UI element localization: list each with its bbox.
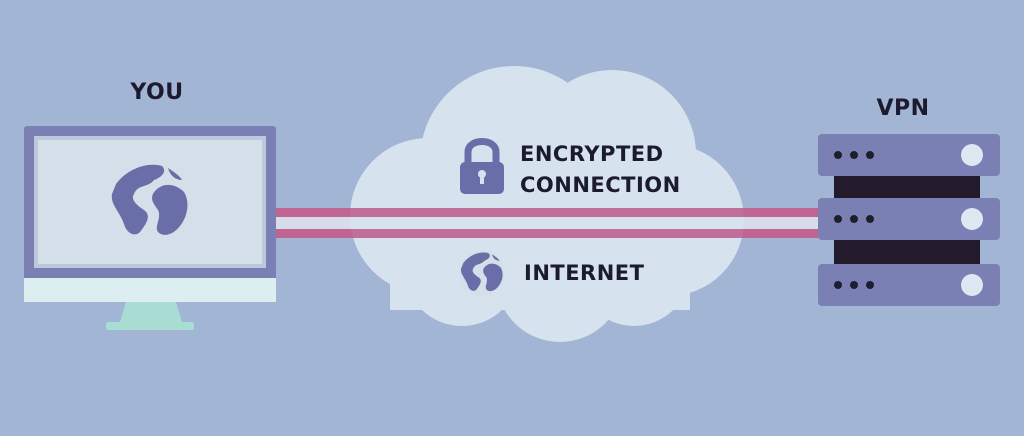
server-unit-1 bbox=[818, 134, 1000, 176]
encrypted-label-line1: ENCRYPTED bbox=[520, 142, 664, 166]
padlock-icon bbox=[460, 138, 504, 194]
cloud-icon bbox=[350, 66, 744, 342]
globe-icon bbox=[108, 160, 192, 244]
vpn-label: VPN bbox=[876, 96, 930, 121]
tunnel-line-top-over bbox=[262, 208, 832, 217]
encrypted-connection-label: ENCRYPTED CONNECTION bbox=[520, 139, 681, 201]
encrypted-label-line2: CONNECTION bbox=[520, 173, 681, 197]
server-unit-3 bbox=[818, 264, 1000, 306]
server-rack-icon bbox=[818, 134, 1000, 306]
server-unit-2 bbox=[818, 198, 1000, 240]
tunnel-line-bottom-over bbox=[262, 229, 832, 238]
desktop-monitor-icon bbox=[24, 126, 276, 330]
internet-label: INTERNET bbox=[524, 261, 645, 285]
you-label: YOU bbox=[130, 80, 184, 105]
globe-icon bbox=[459, 250, 505, 296]
